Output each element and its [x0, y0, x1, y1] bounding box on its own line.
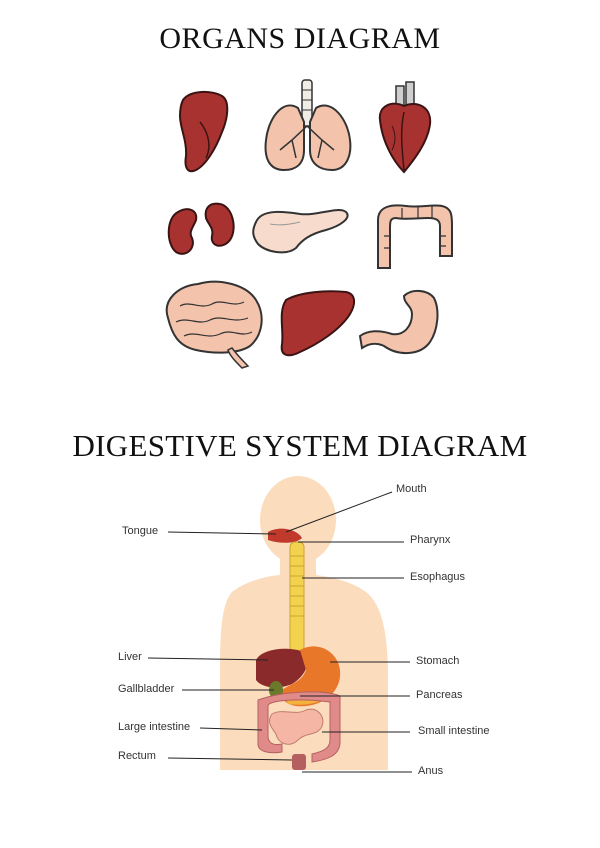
- esophagus-organ: [290, 542, 304, 652]
- rectum-organ: [292, 754, 306, 770]
- label-pharynx: Pharynx: [410, 534, 450, 546]
- label-esophagus: Esophagus: [410, 571, 465, 583]
- label-liver: Liver: [118, 651, 142, 663]
- label-stomach: Stomach: [416, 655, 459, 667]
- label-pancreas: Pancreas: [416, 689, 462, 701]
- label-gallbladder: Gallbladder: [118, 683, 174, 695]
- label-mouth: Mouth: [396, 483, 427, 495]
- label-anus: Anus: [418, 765, 443, 777]
- label-large-intestine: Large intestine: [118, 721, 190, 733]
- label-rectum: Rectum: [118, 750, 156, 762]
- label-small-intestine: Small intestine: [418, 725, 490, 737]
- label-tongue: Tongue: [122, 525, 158, 537]
